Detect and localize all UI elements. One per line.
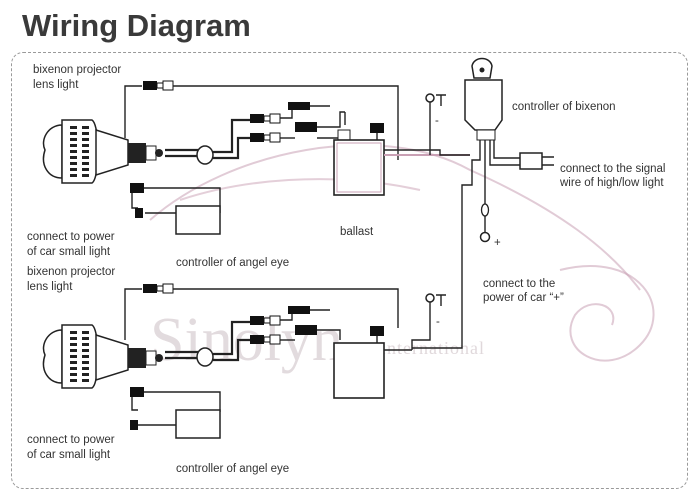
top-power-label-line1: connect to power <box>27 231 115 243</box>
minus-bottom: - <box>436 316 440 328</box>
minus-top: - <box>435 115 439 127</box>
top-projector-label-line1: bixenon projector <box>33 64 121 76</box>
bottom-angel-eye-controller <box>175 409 221 439</box>
bottom-projector-headlight <box>42 324 163 389</box>
bottom-power-label-line2: of car small light <box>27 449 111 461</box>
bottom-angel-eye-label: controller of angel eye <box>176 463 289 475</box>
car-power-label-line1: connect to the <box>483 278 555 290</box>
ground-top <box>425 93 446 155</box>
diagram-title: Wiring Diagram <box>22 8 251 43</box>
bottom-ballast <box>333 342 385 399</box>
diagram-frame <box>11 52 688 489</box>
top-ballast <box>333 139 385 196</box>
top-angel-eye-label: controller of angel eye <box>176 257 289 269</box>
bottom-power-label-line1: connect to power <box>27 434 115 446</box>
ground-bottom <box>411 293 446 350</box>
car-power-label-line2: power of car “+” <box>483 292 564 304</box>
top-angel-eye-controller <box>175 205 221 235</box>
top-power-label-line2: of car small light <box>27 246 111 258</box>
top-projector-headlight <box>42 119 163 184</box>
controller-bixenon-label: controller of bixenon <box>512 101 616 113</box>
plus-sign: + <box>494 237 501 249</box>
bixenon-controller <box>464 57 503 141</box>
ballast-label: ballast <box>340 226 374 238</box>
bottom-projector-label-line2: lens light <box>27 281 73 293</box>
bottom-projector-label-line1: bixenon projector <box>27 266 115 278</box>
top-projector-label-line2: lens light <box>33 79 79 91</box>
signal-label-line2: wire of high/low light <box>559 177 664 189</box>
signal-label-line1: connect to the signal <box>560 163 666 175</box>
